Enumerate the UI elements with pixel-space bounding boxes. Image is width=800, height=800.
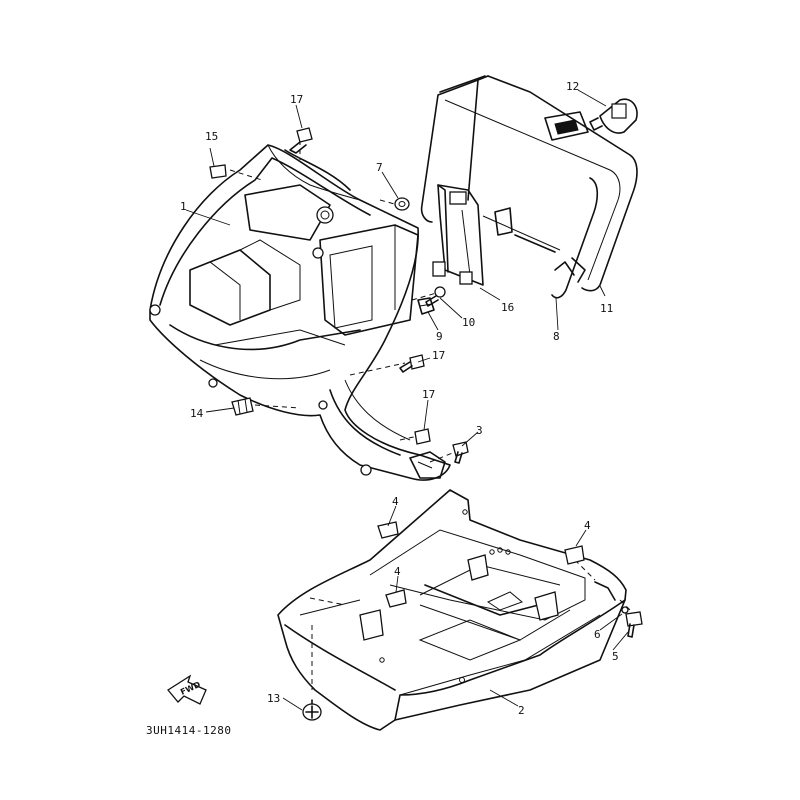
callout-9: 9 [436, 330, 443, 343]
callout-10: 10 [462, 316, 475, 329]
callout-11: 11 [600, 302, 613, 315]
collar-part-6 [621, 606, 629, 614]
callout-17-top: 17 [290, 93, 303, 106]
callout-14: 14 [190, 407, 204, 420]
callout-4-upper: 4 [392, 495, 399, 508]
callout-17-middle: 17 [432, 349, 445, 362]
nut-part-9 [417, 297, 435, 315]
callout-13: 13 [267, 692, 280, 705]
callout-8: 8 [553, 330, 560, 343]
diagram-code: 3UH1414-1280 [146, 724, 231, 737]
lock-plate-part-12 [544, 111, 589, 141]
callout-5: 5 [612, 650, 619, 663]
callout-15: 15 [205, 130, 218, 143]
lock-cylinder-part-12 [589, 98, 638, 134]
clip-nut-4-b [385, 589, 407, 608]
lid-frame-part-11 [420, 75, 638, 299]
screw-part-5 [625, 611, 643, 638]
fwd-arrow: FWD [167, 674, 207, 705]
callout-4-right: 4 [584, 519, 591, 532]
callout-1: 1 [180, 200, 187, 213]
clip-nut-4-c [564, 545, 585, 565]
bolt-17-top [289, 127, 313, 154]
callout-4-middle: 4 [394, 565, 401, 578]
callout-7: 7 [376, 161, 383, 174]
floor-board-part-2 [277, 489, 633, 731]
callout-3: 3 [476, 424, 483, 437]
callout-17-lower: 17 [422, 388, 435, 401]
bolt-17-mid [399, 354, 425, 373]
leg-shield-part-1 [149, 140, 456, 481]
screw-part-13 [302, 699, 322, 721]
screw-part-10 [425, 286, 446, 307]
bracket-foot [409, 451, 446, 479]
clip-nut-4-a [377, 521, 399, 539]
clip-part-15 [209, 164, 227, 179]
callout-16: 16 [501, 301, 514, 314]
damper-part-14 [231, 397, 254, 416]
callout-6: 6 [594, 628, 601, 641]
callout-12: 12 [566, 80, 579, 93]
leader-lines [185, 89, 629, 711]
panel-part-16 [432, 184, 561, 286]
screw-part-3 [452, 441, 469, 464]
callout-labels: 1 2 3 4 4 4 5 6 7 8 9 10 11 12 13 14 15 … [180, 80, 619, 717]
collar-part-7 [394, 197, 410, 211]
bolt-17-lower [414, 428, 431, 445]
callout-2: 2 [518, 704, 525, 717]
